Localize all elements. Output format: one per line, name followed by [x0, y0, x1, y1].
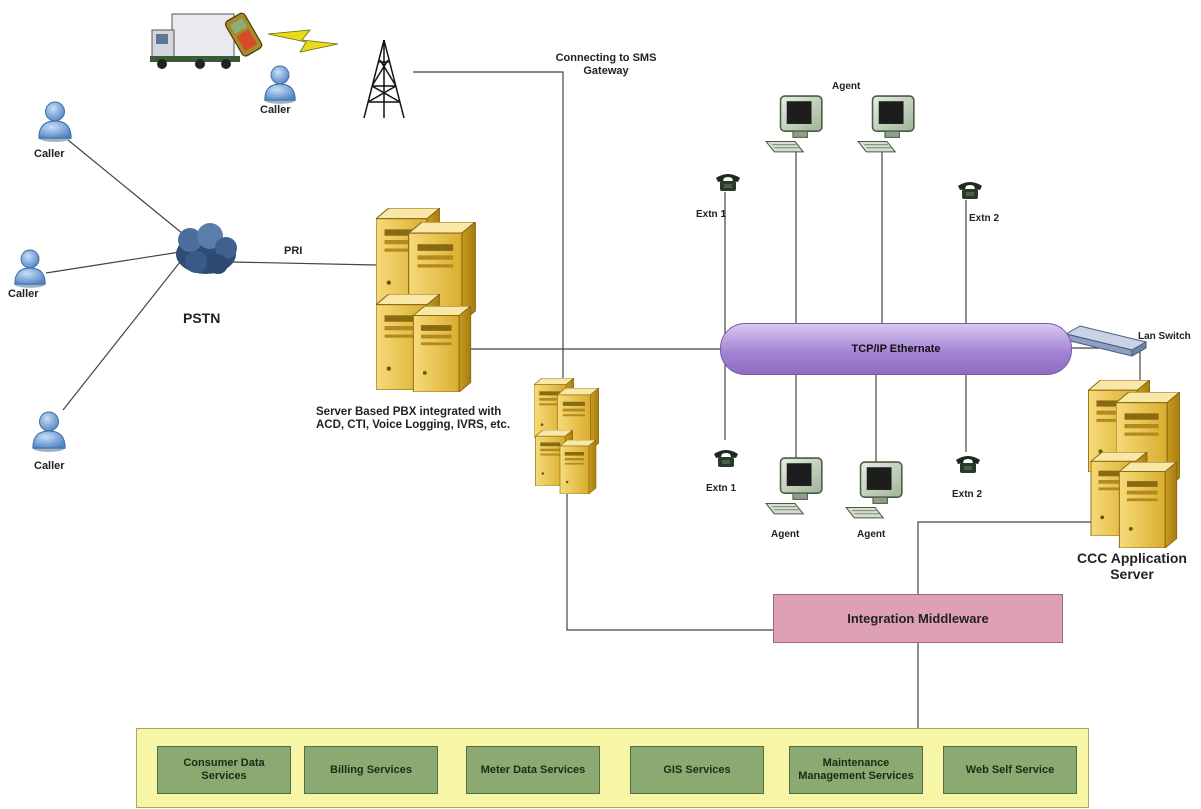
switch-icon	[1064, 325, 1148, 357]
connection-lines	[45, 71, 1141, 728]
pri-label: PRI	[284, 245, 303, 257]
extension-label: Extn 2	[952, 489, 983, 500]
sms-gateway-label: Connecting to SMS Gateway	[555, 52, 657, 77]
pstn-label: PSTN	[183, 310, 221, 326]
server-icon	[559, 440, 597, 494]
service-box-consumer-data: Consumer Data Services	[157, 746, 291, 794]
agent-label: Agent	[857, 529, 886, 540]
monitor-icon	[765, 95, 823, 153]
monitor-icon	[857, 95, 915, 153]
extension-label: Extn 1	[696, 209, 727, 220]
lan-switch-label: Lan Switch	[1138, 331, 1191, 342]
server-icon	[412, 306, 472, 392]
signal-icon	[267, 29, 339, 53]
pbx-label: Server Based PBX integrated with ACD, CT…	[316, 406, 511, 431]
phone-icon	[956, 456, 980, 473]
server-icon	[1118, 462, 1178, 548]
mobile-truck-icon	[150, 12, 263, 69]
phone-icon	[958, 182, 982, 199]
service-box-billing: Billing Services	[304, 746, 438, 794]
monitor-icon	[845, 461, 903, 519]
phone-icon	[716, 174, 740, 191]
tower-icon	[363, 39, 405, 119]
services-bar	[136, 728, 1089, 808]
extension-label: Extn 2	[969, 213, 1000, 224]
caller-label: Caller	[260, 104, 291, 116]
ccc-server-label: CCC Application Server	[1077, 550, 1187, 582]
service-box-maintenance: Maintenance Management Services	[789, 746, 923, 794]
person-icon	[14, 249, 46, 288]
caller-label: Caller	[34, 460, 65, 472]
service-box-web-self-service: Web Self Service	[943, 746, 1077, 794]
service-box-meter-data: Meter Data Services	[466, 746, 600, 794]
caller-label: Caller	[34, 148, 65, 160]
agent-label: Agent	[771, 529, 800, 540]
tcp-ip-bus: TCP/IP Ethernate	[720, 323, 1072, 375]
monitor-icon	[765, 457, 823, 515]
caller-label: Caller	[8, 288, 39, 300]
person-icon	[38, 101, 72, 142]
extension-label: Extn 1	[706, 483, 737, 494]
phone-icon	[714, 450, 738, 467]
cloud-icon	[176, 223, 237, 274]
person-icon	[264, 65, 296, 104]
agent-label: Agent	[832, 81, 861, 92]
service-box-gis: GIS Services	[630, 746, 764, 794]
integration-middleware: Integration Middleware	[773, 594, 1063, 643]
person-icon	[32, 411, 66, 452]
